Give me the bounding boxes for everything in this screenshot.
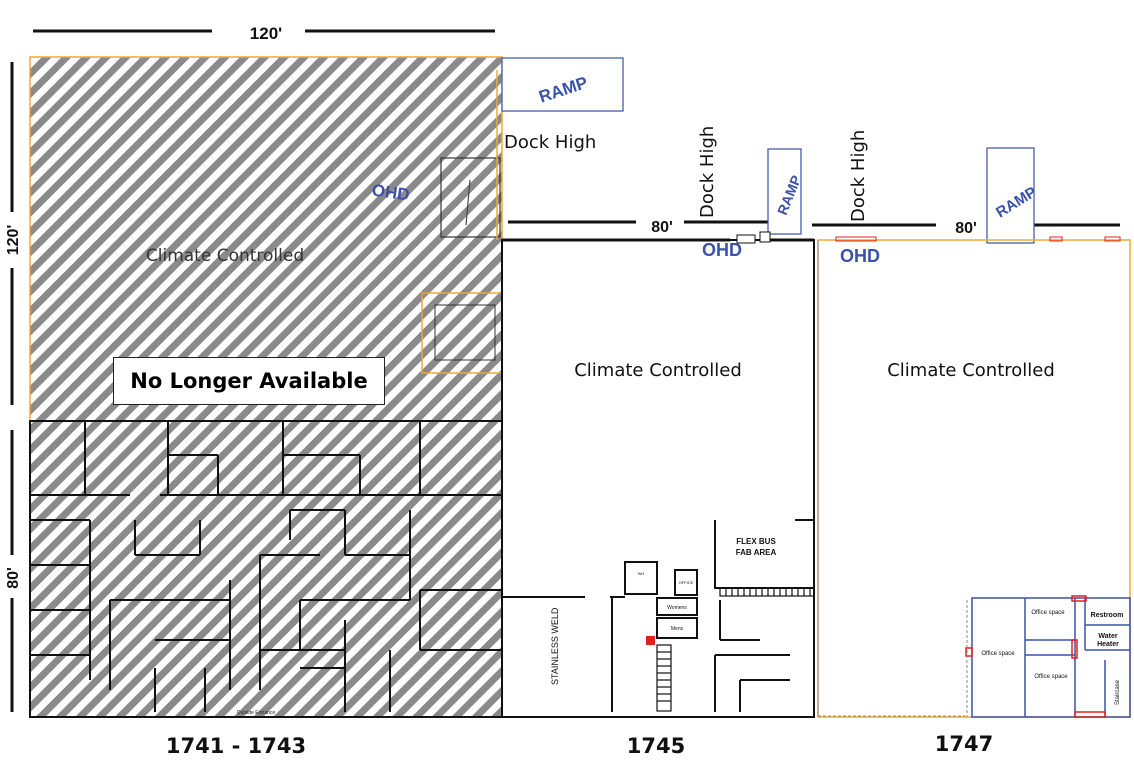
right-dock-high-label: Dock High <box>848 130 869 222</box>
office-space-2-label: Office space <box>981 651 1015 657</box>
outside-entrance-label: Outside Entrance <box>237 710 276 716</box>
flex-bus-line2: FAB AREA <box>736 548 777 557</box>
red-marker <box>646 636 655 645</box>
top-dimension: 120' <box>33 24 495 43</box>
small-room-1-label: WH <box>638 571 645 576</box>
unit-label-1747: 1747 <box>935 732 993 756</box>
flex-bus-line1: FLEX BUS <box>736 537 776 546</box>
small-room-2-label: OFFICE <box>679 580 694 585</box>
office-space-3-label: Office space <box>1034 674 1068 680</box>
left-dock-high-label: Dock High <box>504 132 596 153</box>
stainless-weld-label: STAINLESS WELD <box>550 607 560 685</box>
left-top-height-label: 120' <box>5 225 22 256</box>
middle-dock-high-label: Dock High <box>697 126 718 218</box>
top-width-label: 120' <box>250 24 282 43</box>
left-office-walls <box>30 421 502 712</box>
middle-ohd-label: OHD <box>702 240 742 260</box>
water-heater-label-2: Heater <box>1097 641 1119 648</box>
unit-label-1741-1743: 1741 - 1743 <box>166 734 306 758</box>
left-area-label: Climate Controlled <box>146 246 304 266</box>
right-area-label: Climate Controlled <box>887 360 1055 381</box>
left-ramp: RAMP <box>501 57 624 112</box>
womens-label: Womens <box>667 605 687 611</box>
left-bottom-height-label: 80' <box>5 567 22 589</box>
mens-label: Mens <box>671 626 684 632</box>
unit-1747: 80' RAMP Dock High OHD Climate Controlle… <box>812 130 1131 718</box>
availability-badge: No Longer Available <box>113 357 385 405</box>
unit-1747-width-label: 80' <box>955 220 977 237</box>
middle-area-label: Climate Controlled <box>574 360 742 381</box>
left-dimension: 120' 80' <box>5 62 22 712</box>
right-ohd-label: OHD <box>840 246 880 266</box>
office-space-1-label: Office space <box>1031 610 1065 616</box>
unit-1745: 80' RAMP Dock High OHD Climate Controlle… <box>501 126 815 718</box>
staircase-label: Staircase <box>1115 679 1121 705</box>
unit-1745-width-label: 80' <box>651 219 673 236</box>
water-heater-label-1: Water <box>1098 633 1117 640</box>
unit-label-1745: 1745 <box>627 734 685 758</box>
restroom-label: Restroom <box>1091 612 1124 619</box>
